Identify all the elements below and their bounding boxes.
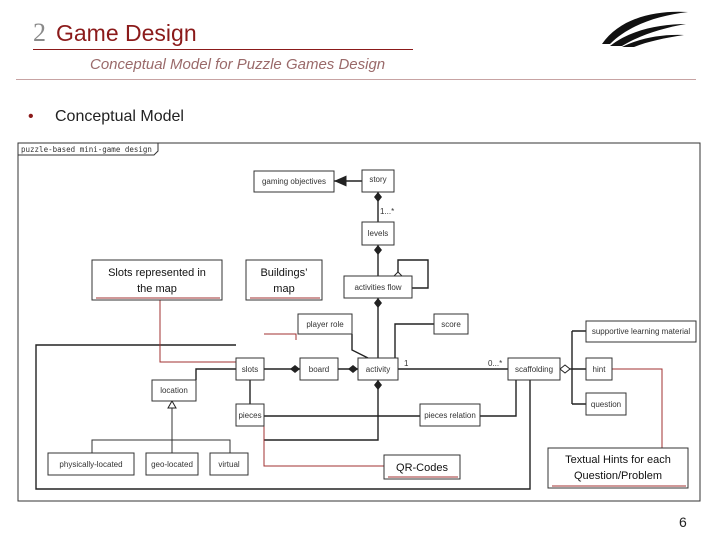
qr-callout-connector: [263, 416, 384, 467]
class-geo-located: geo-located: [145, 452, 199, 476]
slots-location-link: [195, 368, 236, 380]
svg-text:board: board: [309, 365, 329, 374]
callout-slots-map: Slots represented in the map: [91, 259, 223, 301]
player-activity-link: [351, 334, 369, 359]
class-activities-flow: activities flow: [343, 275, 413, 299]
class-board: board: [299, 357, 339, 381]
svg-text:Buildings’: Buildings’: [260, 267, 307, 279]
class-levels: levels: [361, 221, 395, 246]
svg-text:pieces: pieces: [238, 411, 261, 420]
header-divider: [33, 49, 413, 50]
story-diamond: [374, 192, 382, 202]
logo-icon: [602, 11, 688, 47]
bullet-icon: •: [28, 108, 34, 125]
multiplicity-activity-left: 1: [404, 359, 409, 368]
svg-text:player role: player role: [306, 320, 344, 329]
svg-text:geo-located: geo-located: [151, 460, 193, 469]
svg-text:activities flow: activities flow: [354, 283, 401, 292]
svg-text:the map: the map: [137, 283, 177, 295]
slots-callout-connector: [159, 300, 236, 363]
callout-buildings-map: Buildings’ map: [245, 259, 323, 301]
section-title: Game Design: [56, 20, 197, 46]
class-score: score: [433, 313, 469, 335]
svg-text:slots: slots: [242, 365, 258, 374]
svg-text:pieces relation: pieces relation: [424, 411, 476, 420]
svg-text:gaming objectives: gaming objectives: [262, 177, 326, 186]
svg-text:location: location: [160, 386, 188, 395]
class-physically-located: physically-located: [47, 452, 135, 476]
svg-text:Question/Problem: Question/Problem: [574, 470, 662, 482]
svg-text:Slots represented in: Slots represented in: [108, 267, 206, 279]
class-slots: slots: [235, 357, 265, 381]
frame-tab: [18, 142, 159, 156]
hints-callout-connector: [612, 368, 663, 448]
svg-text:hint: hint: [593, 365, 607, 374]
buildings-callout-connector: [264, 333, 297, 340]
score-activity-link: [394, 323, 434, 358]
svg-text:story: story: [369, 175, 386, 184]
diagram-frame: [17, 142, 701, 502]
svg-text:supportive learning material: supportive learning material: [592, 327, 690, 336]
svg-text:score: score: [441, 320, 461, 329]
svg-text:question: question: [591, 400, 621, 409]
class-question: question: [585, 392, 627, 416]
multiplicity-story-levels: 1...*: [380, 207, 394, 216]
subtitle: Conceptual Model for Puzzle Games Design: [90, 56, 386, 73]
bullet-text: Conceptual Model: [55, 108, 184, 125]
subtitle-divider: [16, 79, 696, 80]
container-line: [35, 344, 531, 490]
flow-self-loop: [397, 259, 429, 289]
svg-text:virtual: virtual: [218, 460, 240, 469]
svg-text:Textual Hints for each: Textual Hints for each: [565, 454, 671, 466]
scaffolding-children-link: [571, 330, 586, 405]
class-pieces-relation: pieces relation: [419, 403, 481, 427]
multiplicity-scaffolding-right: 0...*: [488, 359, 502, 368]
class-activity: activity: [357, 357, 399, 381]
svg-text:QR-Codes: QR-Codes: [396, 462, 448, 474]
class-player-role: player role: [297, 313, 353, 335]
svg-text:levels: levels: [368, 229, 388, 238]
activity-pieces-link: [264, 380, 379, 441]
frame-title: puzzle-based mini-game design: [21, 145, 152, 154]
class-hint: hint: [585, 357, 613, 381]
page-number: 6: [679, 514, 687, 530]
callout-textual-hints: Textual Hints for each Question/Problem: [547, 447, 689, 489]
svg-text:physically-located: physically-located: [59, 460, 122, 469]
class-pieces: pieces: [235, 403, 265, 427]
svg-text:activity: activity: [366, 365, 390, 374]
class-scaffolding: scaffolding: [507, 357, 561, 381]
callout-qr-codes: QR-Codes: [383, 454, 461, 480]
class-story: story: [361, 169, 395, 193]
class-virtual: virtual: [209, 452, 249, 476]
class-location: location: [151, 379, 197, 402]
svg-text:map: map: [273, 283, 294, 295]
class-supportive-learning-material: supportive learning material: [585, 320, 697, 343]
class-gaming-objectives: gaming objectives: [253, 170, 335, 193]
svg-text:scaffolding: scaffolding: [515, 365, 553, 374]
section-number: 2: [33, 18, 46, 47]
